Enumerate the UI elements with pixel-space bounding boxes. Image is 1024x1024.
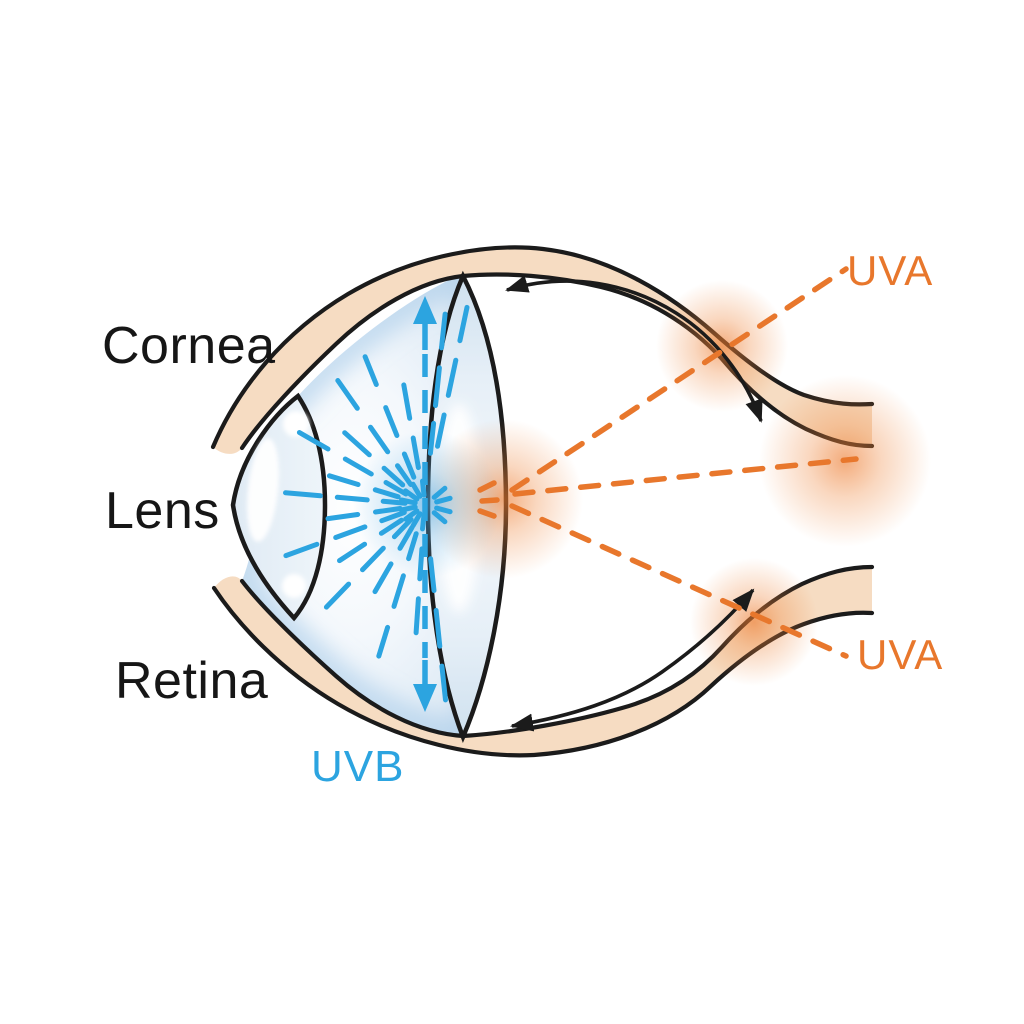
uvb-scatter-dash — [333, 524, 368, 540]
uvb-scatter-dash — [399, 497, 418, 506]
uvb-scatter-dash — [378, 517, 404, 536]
uvb-scatter-dash — [433, 365, 442, 408]
uvb-scatter-dash — [296, 430, 331, 452]
cornea-shape — [230, 392, 328, 622]
uvb-axis-arrow — [413, 296, 437, 712]
uvb-scatter-dash — [325, 512, 361, 522]
uvb-scatter-dash — [342, 430, 372, 458]
uvb-arrowhead-down — [413, 684, 437, 712]
uvb-scatter-dash — [335, 378, 360, 411]
cornea-label: Cornea — [102, 317, 276, 375]
uvb-scatter-dash — [372, 487, 401, 500]
uvb-scatter-dash — [368, 424, 391, 455]
uvb-ray-burst — [283, 304, 470, 703]
uvb-scatter-dash — [383, 480, 409, 497]
uvb-scatter-dash — [431, 485, 448, 500]
uvb-scatter-dash — [410, 511, 423, 529]
uvb-scatter-dash — [362, 354, 379, 387]
uvb-scatter-dash — [410, 435, 421, 471]
cornea-highlight-dot-top — [283, 411, 309, 437]
uvb-scatter-dash — [410, 481, 423, 499]
uvb-scatter-dash — [434, 495, 453, 505]
uvb-scatter-dash — [439, 311, 448, 351]
bottom-reflection-arrow — [510, 588, 755, 732]
uvb-scatter-dash — [428, 556, 437, 593]
uva-damage-glows — [423, 280, 931, 686]
uvb-scatter-dash — [457, 304, 470, 344]
uvb-scatter-dash — [376, 624, 391, 659]
uvb-scatter-dash — [380, 498, 408, 506]
uva-label-top: UVA — [847, 247, 933, 294]
cornea-outline — [230, 392, 328, 622]
labels: Cornea Lens Retina UVA UVA UVB — [102, 247, 943, 791]
retina-label: Retina — [115, 652, 268, 710]
uvb-scatter-dash — [360, 545, 386, 573]
top-reflection-arrow — [505, 275, 763, 423]
uvb-scatter-dash — [283, 541, 320, 559]
uvb-scatter-dash — [399, 504, 418, 513]
uvb-scatter-dash — [391, 573, 406, 609]
uvb-scatter-dash — [403, 488, 420, 502]
uvb-scatter-dash — [435, 412, 447, 449]
uvb-scatter-dash — [427, 420, 437, 456]
uvb-scatter-dash — [337, 541, 368, 564]
uvb-scatter-dash — [439, 663, 448, 703]
uvb-scatter-dash — [372, 561, 394, 595]
uva-label-bottom: UVA — [857, 631, 943, 678]
cornea-highlight-dot-bottom — [282, 574, 306, 598]
uvb-scatter-dash — [326, 473, 361, 487]
uvb-scatter-dash — [334, 494, 370, 503]
cornea-highlight-streak — [247, 438, 279, 542]
bottom-band-uva-glow — [690, 558, 818, 686]
uvb-scatter-dash — [417, 546, 425, 582]
uva-ray-mid-starter — [479, 497, 500, 504]
uvb-scatter-dash — [323, 581, 352, 610]
uvb-scatter-dash — [401, 382, 413, 421]
uvb-scatter-dash — [379, 510, 407, 524]
uvb-scatter-dash — [373, 506, 403, 515]
uvb-label: UVB — [311, 742, 404, 791]
uvb-scatter-dash — [406, 531, 419, 562]
uvb-scatter-dash — [342, 456, 374, 477]
uvb-scatter-dash — [383, 405, 400, 438]
sclera-top-band-fill — [213, 247, 872, 454]
reflection-arrows — [505, 275, 763, 732]
uvb-scatter-dash — [395, 463, 414, 487]
uvb-scatter-dash — [413, 596, 421, 636]
uvb-arrowhead-up — [413, 296, 437, 324]
uvb-scatter-dash — [431, 510, 448, 525]
lens-label: Lens — [105, 482, 220, 540]
uva-ray-bottom — [509, 503, 849, 659]
uvb-scatter-dash — [283, 490, 323, 499]
uvb-scatter-dash — [403, 508, 420, 522]
uva-ray-top-starter — [477, 480, 497, 493]
uvb-scatter-dash — [445, 357, 459, 398]
uvb-scatter-dash — [401, 451, 417, 480]
uva-ray-bottom-starter — [477, 508, 497, 519]
uva-ray-top — [509, 266, 849, 493]
uvb-scatter-dash — [434, 505, 453, 515]
uvb-scatter-dash — [391, 516, 414, 540]
uvb-scatter-dash — [381, 465, 406, 488]
uvb-scatter-dash — [397, 525, 415, 551]
uva-rays — [477, 266, 859, 659]
uva-ray-mid — [512, 456, 859, 497]
top-band-uva-glow — [656, 280, 788, 412]
uvb-scatter-dash — [433, 607, 443, 649]
